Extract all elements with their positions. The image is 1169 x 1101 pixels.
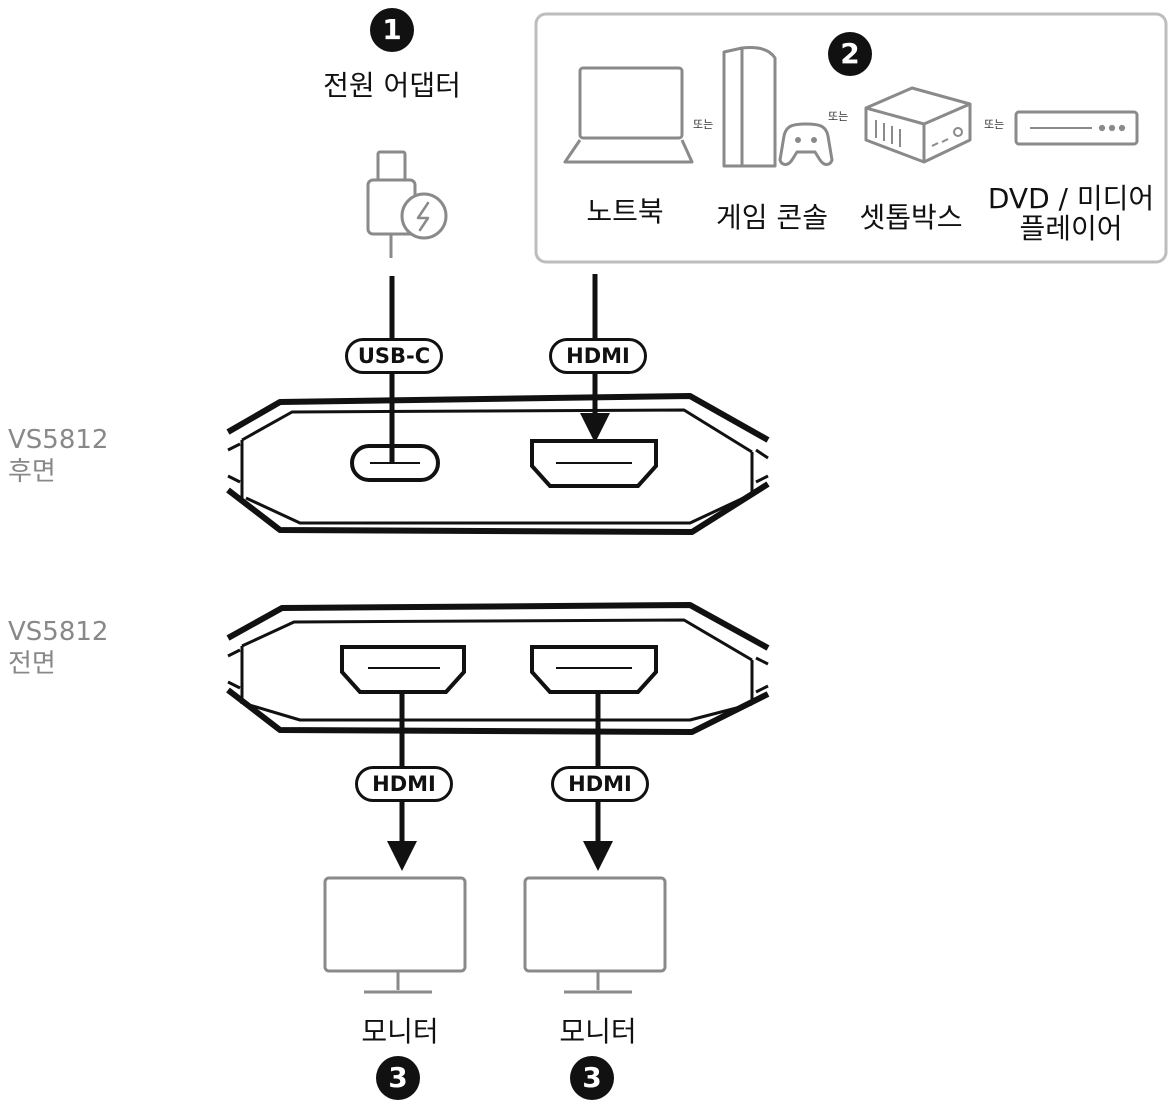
laptop-icon <box>563 66 694 164</box>
dvd-player-label-line2: 플레이어 <box>1019 212 1123 245</box>
hdmi-output-right-connector-label: HDMI <box>551 766 649 802</box>
monitor-left-label: 모니터 <box>361 1015 439 1048</box>
dvd-player-icon <box>1014 110 1139 146</box>
rear-model-label: VS5812 <box>8 425 109 455</box>
monitor-left-icon <box>323 876 467 994</box>
step-1-badge: 1 <box>370 8 414 52</box>
game-console-icon <box>722 46 834 168</box>
front-side-label: 전면 <box>8 649 56 679</box>
hdmi-output-port-left <box>340 645 466 694</box>
monitor-right-label: 모니터 <box>559 1015 637 1048</box>
source-panel <box>534 12 1168 264</box>
step-3-badge-left: 3 <box>376 1056 420 1100</box>
dvd-player-label-line1: DVD / 미디어 <box>987 182 1155 215</box>
settop-box-label: 셋톱박스 <box>859 201 963 234</box>
or-label-1: 또는 <box>693 118 714 131</box>
laptop-label: 노트북 <box>586 195 664 228</box>
device-front-body <box>226 602 770 735</box>
usbc-port <box>350 444 440 482</box>
hdmi-input-connector-label: HDMI <box>549 338 647 374</box>
power-adapter-icon <box>366 150 448 258</box>
front-model-label: VS5812 <box>8 617 109 647</box>
hdmi-input-port <box>530 439 658 488</box>
device-rear-body <box>226 393 770 535</box>
hdmi-output-left-connector-label: HDMI <box>355 766 453 802</box>
step-3-badge-right: 3 <box>570 1056 614 1100</box>
step-2-badge: 2 <box>828 32 872 76</box>
settop-box-icon <box>864 86 972 164</box>
usbc-connector-label: USB-C <box>345 338 443 374</box>
hdmi-output-port-right <box>530 645 658 694</box>
or-label-3: 또는 <box>984 118 1005 131</box>
monitor-right-icon <box>523 876 667 994</box>
game-console-label: 게임 콘솔 <box>716 201 828 234</box>
rear-side-label: 후면 <box>8 457 56 487</box>
power-adapter-label: 전원 어댑터 <box>323 69 461 102</box>
or-label-2: 또는 <box>828 110 849 123</box>
